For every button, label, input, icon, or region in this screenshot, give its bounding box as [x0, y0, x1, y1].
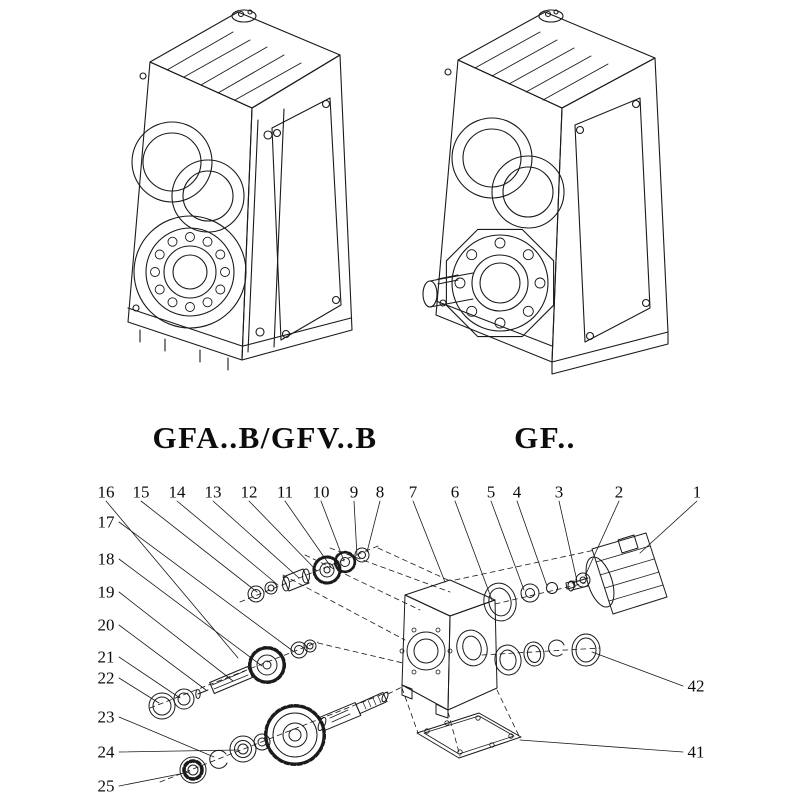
part-number-label: 11: [276, 482, 294, 502]
middle-shaft-assembly: [148, 639, 317, 720]
part-number-label: 4: [512, 482, 522, 502]
output-side-rings: [494, 633, 601, 676]
gearbox-left-drawing: [127, 9, 353, 371]
part-number-label: 1: [692, 482, 702, 502]
part-number-label: 42: [687, 676, 705, 696]
gearbox-right-drawing: [422, 9, 669, 375]
gasket-part: [416, 712, 522, 759]
part-number-label: 22: [97, 668, 115, 688]
part-number-label: 20: [97, 615, 115, 635]
part-number-label: 18: [97, 549, 115, 569]
part-number-label: 2: [614, 482, 624, 502]
part-number-label: 17: [97, 512, 115, 532]
upper-shaft-assembly: [247, 547, 370, 603]
figure-caption-right: GF..: [514, 420, 576, 455]
part-number-label: 21: [97, 647, 115, 667]
part-number-label: 14: [168, 482, 186, 502]
input-side-parts: [483, 572, 591, 622]
housing-part: [399, 579, 498, 719]
leader-lines: [105, 500, 698, 787]
part-number-label: 24: [97, 742, 115, 762]
part-number-label: 19: [97, 582, 115, 602]
part-number-label: 5: [486, 482, 496, 502]
exploded-view-drawing: [105, 500, 698, 787]
part-number-label: 9: [349, 482, 359, 502]
part-number-label: 7: [408, 482, 418, 502]
motor-part: [567, 532, 668, 615]
part-number-label: 12: [240, 482, 258, 502]
part-number-label: 16: [97, 482, 115, 502]
part-number-label: 6: [450, 482, 460, 502]
part-number-label: 25: [97, 776, 115, 796]
part-number-label: 3: [554, 482, 564, 502]
part-number-label: 13: [204, 482, 222, 502]
part-number-label: 10: [312, 482, 330, 502]
part-number-label: 8: [375, 482, 385, 502]
lower-shaft-assembly: [179, 691, 389, 784]
figure-caption-left: GFA..B/GFV..B: [152, 420, 378, 455]
part-number-label: 23: [97, 707, 115, 727]
construction-lines: [149, 545, 601, 783]
part-number-label: 41: [687, 742, 705, 762]
part-number-label: 15: [132, 482, 150, 502]
